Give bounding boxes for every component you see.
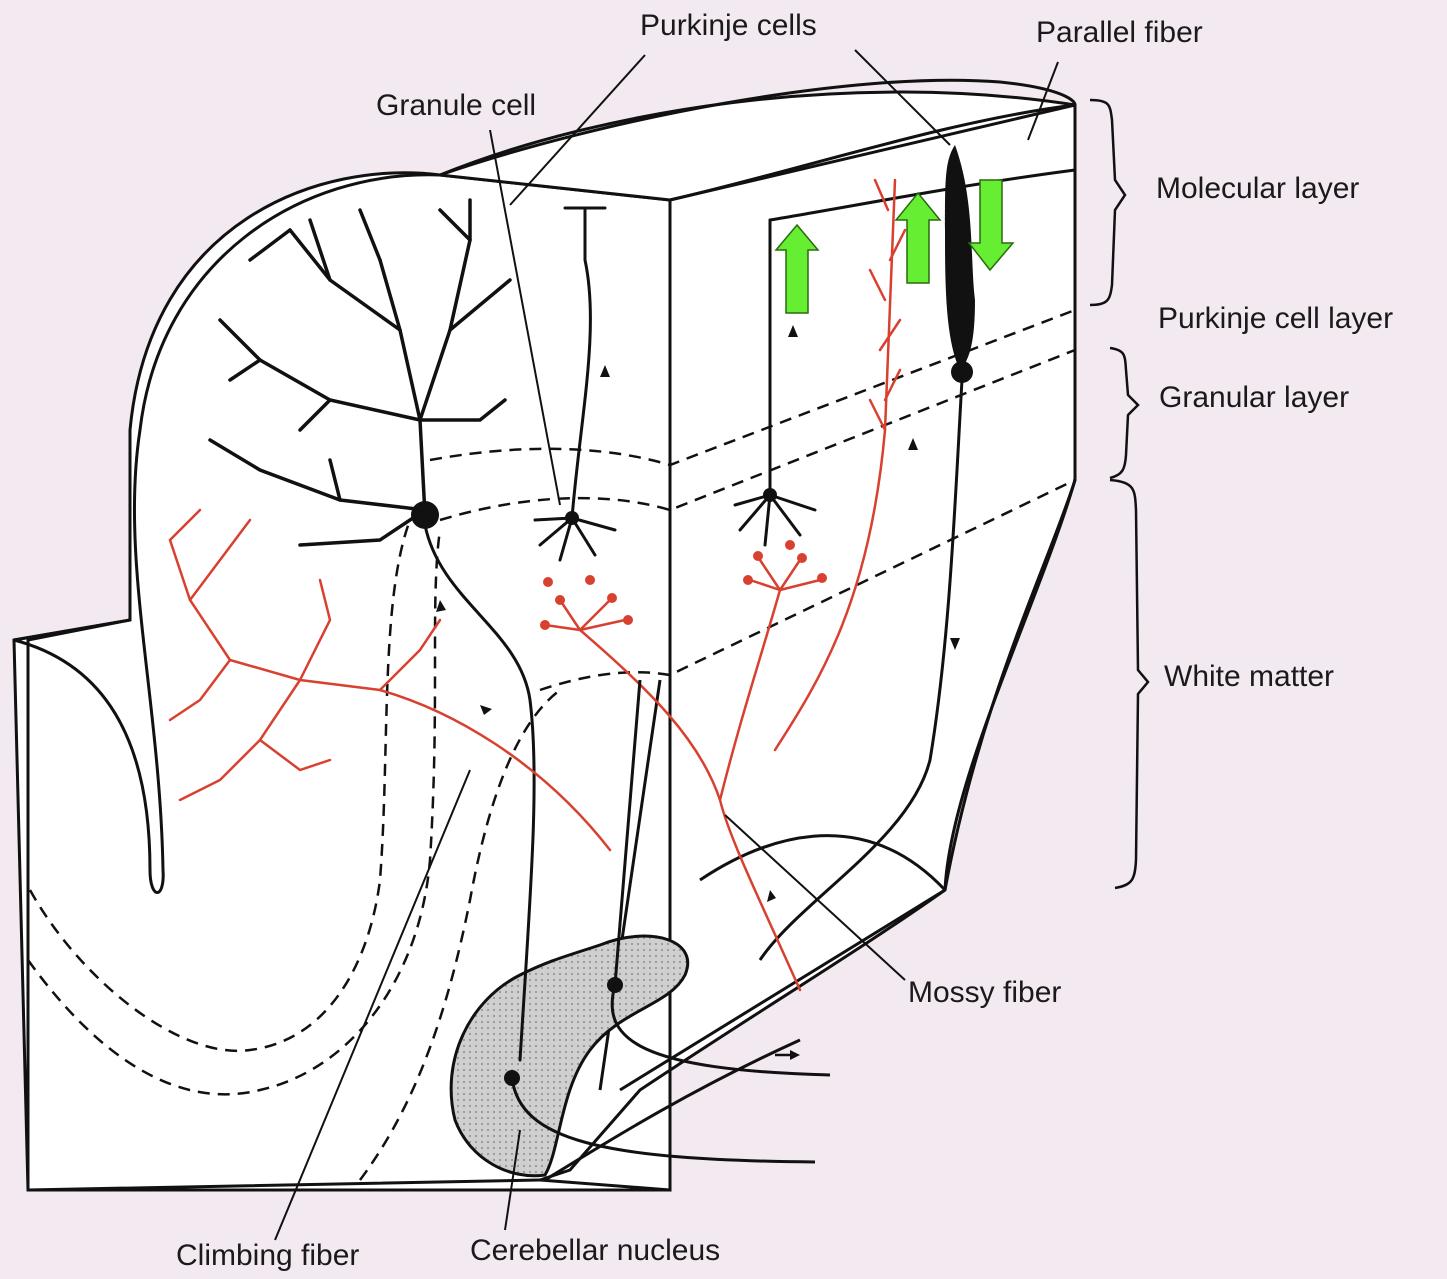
label-parallel-fiber: Parallel fiber — [1036, 18, 1203, 48]
label-molecular-layer: Molecular layer — [1156, 174, 1359, 204]
purkinje-soma-side — [951, 361, 973, 383]
bracket-white-matter — [1110, 480, 1148, 888]
granule-soma-front — [565, 511, 579, 525]
label-granule-cell: Granule cell — [376, 91, 536, 121]
granule-soma-side — [763, 488, 777, 502]
label-granular-layer: Granular layer — [1159, 383, 1349, 413]
label-white-matter: White matter — [1164, 662, 1334, 692]
label-purkinje-cell-layer: Purkinje cell layer — [1158, 304, 1393, 334]
label-cerebellar-nucleus: Cerebellar nucleus — [470, 1236, 720, 1266]
label-purkinje-cells: Purkinje cells — [640, 11, 817, 41]
purkinje-soma-front — [411, 501, 439, 529]
bracket-granular — [1110, 348, 1138, 478]
label-mossy-fiber: Mossy fiber — [908, 978, 1061, 1008]
nucleus-neuron-upper — [607, 977, 623, 993]
label-climbing-fiber: Climbing fiber — [176, 1241, 359, 1271]
layer-brackets — [1090, 100, 1148, 888]
bracket-molecular — [1090, 100, 1125, 305]
nucleus-neuron-lower — [504, 1070, 520, 1086]
